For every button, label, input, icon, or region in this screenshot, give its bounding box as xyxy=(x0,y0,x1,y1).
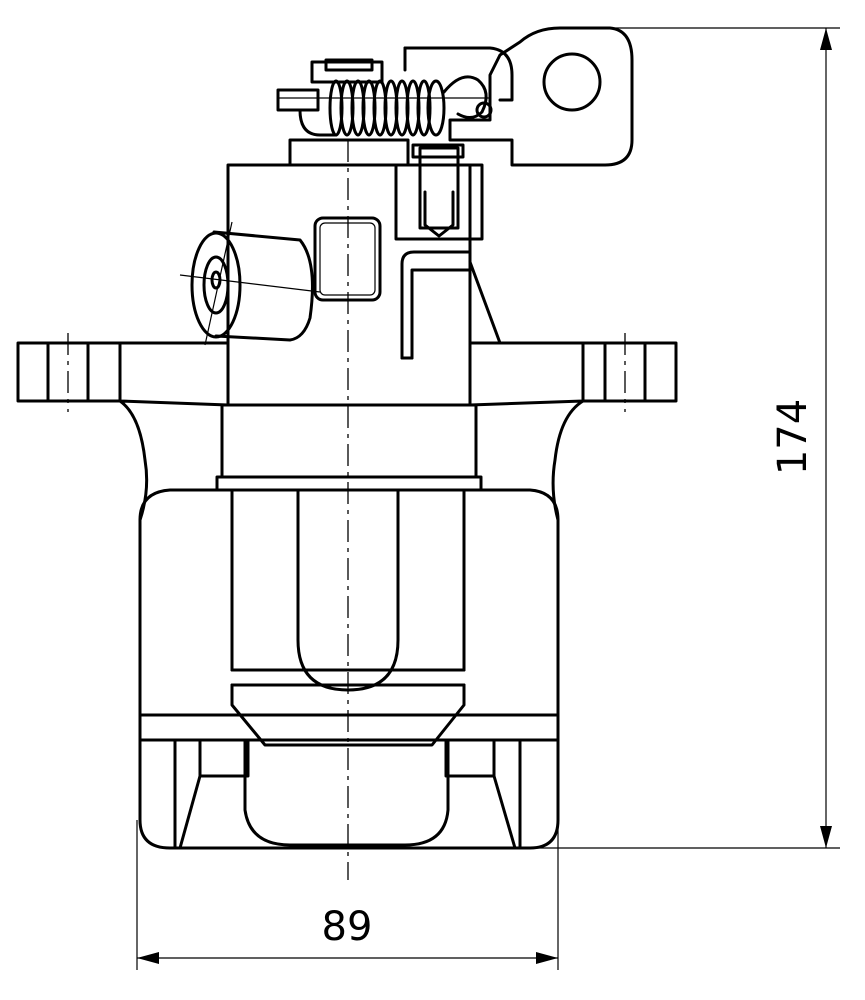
width-dimension-label: 89 xyxy=(322,904,373,950)
bottom-recess xyxy=(243,738,450,847)
housing-collar xyxy=(220,403,478,479)
handbrake-mechanism xyxy=(288,138,502,360)
right-pad-clip xyxy=(444,738,496,778)
width-dimension: 89 xyxy=(136,820,559,970)
left-arm xyxy=(118,399,230,522)
housing-flange xyxy=(215,475,483,492)
upper-bridge xyxy=(118,341,585,402)
bleeder-nipple xyxy=(179,221,321,346)
height-dimension: 174 xyxy=(520,27,840,849)
right-arm xyxy=(468,399,585,522)
right-mounting-ear xyxy=(581,333,678,412)
left-pad-clip xyxy=(198,738,250,778)
caliper-body xyxy=(16,163,678,850)
return-spring xyxy=(276,58,493,137)
handbrake-lever xyxy=(403,26,634,167)
left-mounting-ear xyxy=(16,333,122,412)
height-dimension-label: 174 xyxy=(770,399,816,475)
